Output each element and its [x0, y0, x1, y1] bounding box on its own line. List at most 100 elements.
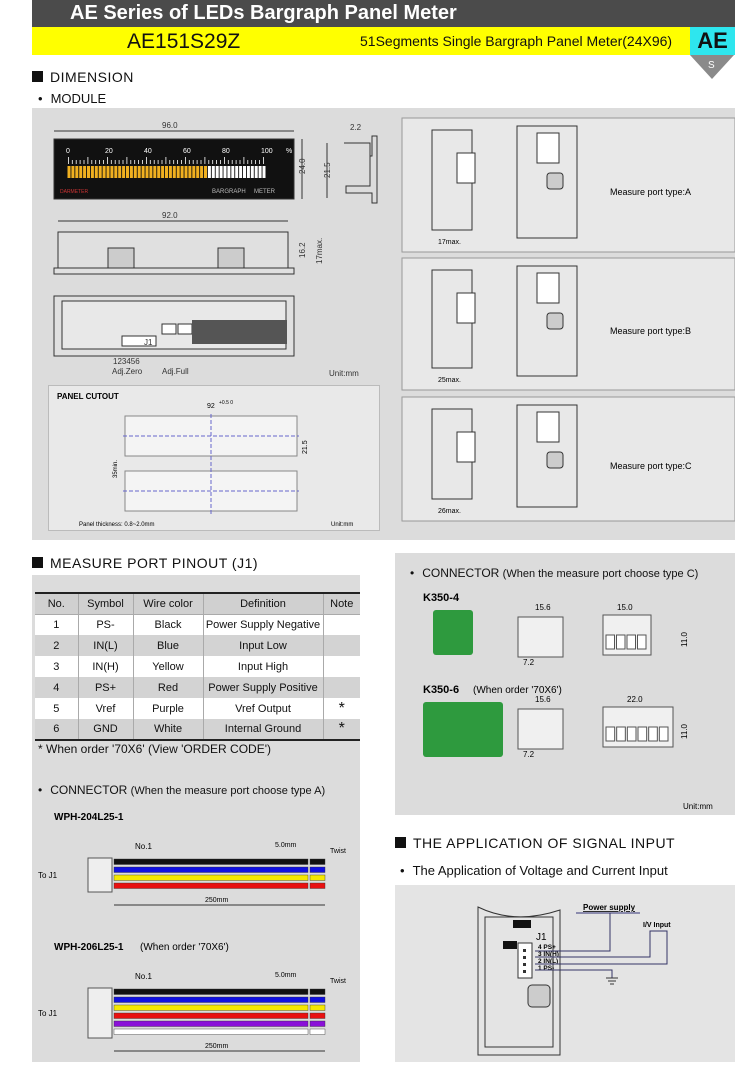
- scale-tick: [259, 160, 260, 164]
- power-supply-label: Power supply: [583, 903, 636, 912]
- scale-tick: [177, 160, 178, 164]
- cell-note: *: [323, 698, 360, 719]
- bar-segment: [227, 166, 231, 178]
- dimension-heading: DIMENSION: [32, 69, 134, 85]
- cell-wire-color: Blue: [133, 635, 204, 656]
- cell-no: 1: [35, 614, 79, 635]
- cable-length: 250mm: [205, 1043, 229, 1050]
- cell-no: 6: [35, 719, 79, 741]
- side-height: 21.5: [323, 162, 332, 178]
- scale-tick: [200, 160, 202, 164]
- scale-tick: [231, 160, 233, 164]
- bar-segment: [157, 166, 161, 178]
- bar-segment: [87, 166, 90, 178]
- cell-wire-color: Purple: [133, 698, 204, 719]
- cell-wire-color: Black: [133, 614, 204, 635]
- bar-segment: [223, 166, 227, 178]
- scale-tick: [204, 157, 206, 164]
- cell-definition: Power Supply Positive: [203, 677, 324, 698]
- scale-tick: [173, 160, 175, 164]
- wire: [113, 1012, 309, 1019]
- col-note: Note: [323, 592, 360, 615]
- j1-pin: [523, 949, 526, 952]
- bar-segment: [211, 166, 215, 178]
- terminal-slot: [616, 726, 626, 742]
- wire-end: [309, 996, 326, 1003]
- connector-c-note: (When the measure port choose type C): [502, 568, 699, 580]
- cell-symbol: Vref: [78, 698, 134, 719]
- cell-no: 5: [35, 698, 79, 719]
- scale-tick: [95, 160, 97, 164]
- wire: [113, 1004, 309, 1011]
- cable-part-number: WPH-204L25-1: [54, 812, 124, 823]
- cell-symbol: PS+: [78, 677, 134, 698]
- cable-part-number: WPH-206L25-1: [54, 942, 124, 953]
- scale-tick: [75, 160, 77, 164]
- model-number: AE151S29Z: [127, 30, 241, 53]
- bar-segment: [67, 166, 71, 178]
- bar-segment: [129, 166, 133, 178]
- bar-segment: [161, 166, 165, 178]
- meter-label: METER: [254, 189, 276, 195]
- scale-tick: [138, 160, 139, 164]
- scale-tick: [192, 160, 194, 164]
- front-height: 24.0: [298, 158, 307, 174]
- wire-end: [309, 866, 326, 873]
- bar-segment: [243, 166, 246, 178]
- port-depth: 17max.: [438, 239, 461, 246]
- terminal-front-width: 15.0: [617, 603, 633, 612]
- bar-segment: [83, 166, 87, 178]
- scale-label: 100: [261, 148, 273, 155]
- scale-tick: [220, 160, 221, 164]
- scale-tick: [181, 160, 182, 164]
- cell-symbol: IN(H): [78, 656, 134, 677]
- scale-tick: [114, 160, 116, 164]
- cell-symbol: GND: [78, 719, 134, 741]
- terminal-height: 11.0: [680, 631, 689, 647]
- module-subheading: MODULE: [38, 91, 107, 106]
- cable-note: (When order '70X6'): [140, 942, 229, 953]
- bar-segment: [254, 166, 258, 178]
- scale-tick: [68, 157, 69, 164]
- scale-tick: [243, 157, 245, 164]
- to-j1-label: To J1: [38, 871, 58, 880]
- scale-tick: [130, 160, 132, 164]
- bar-segment: [215, 166, 219, 178]
- scale-tick: [110, 160, 112, 164]
- wire-end: [309, 988, 326, 995]
- scale-tick: [239, 160, 241, 164]
- scale-tick: [165, 157, 167, 164]
- pinout-heading: MEASURE PORT PINOUT (J1): [32, 555, 258, 571]
- series-tab: [690, 55, 734, 79]
- pin1-label: No.1: [135, 972, 152, 981]
- panel-cutout-title: PANEL CUTOUT: [57, 392, 119, 401]
- col-no: No.: [35, 592, 79, 615]
- scale-tick: [188, 160, 190, 164]
- bar-segment: [184, 166, 188, 178]
- port-connector: [456, 431, 476, 463]
- bar-segment: [114, 166, 118, 178]
- port-type-label: Measure port type:A: [610, 187, 691, 197]
- wire-end: [309, 882, 326, 889]
- terminal-note: (When order '70X6'): [473, 685, 562, 696]
- cell-note: [323, 635, 360, 656]
- bar-segment: [180, 166, 184, 178]
- cell-note: [323, 677, 360, 698]
- scale-tick: [87, 157, 89, 164]
- scale-tick: [263, 157, 264, 164]
- cell-no: 3: [35, 656, 79, 677]
- terminal-photo: [433, 610, 473, 655]
- bar-segment: [126, 166, 129, 178]
- scale-label: 40: [144, 148, 152, 155]
- cell-no: 2: [35, 635, 79, 656]
- j1-pin: [523, 963, 526, 966]
- port-type-label: Measure port type:C: [610, 461, 692, 471]
- bar-segment: [122, 166, 126, 178]
- cell-definition: Internal Ground: [203, 719, 324, 741]
- wire: [113, 874, 309, 881]
